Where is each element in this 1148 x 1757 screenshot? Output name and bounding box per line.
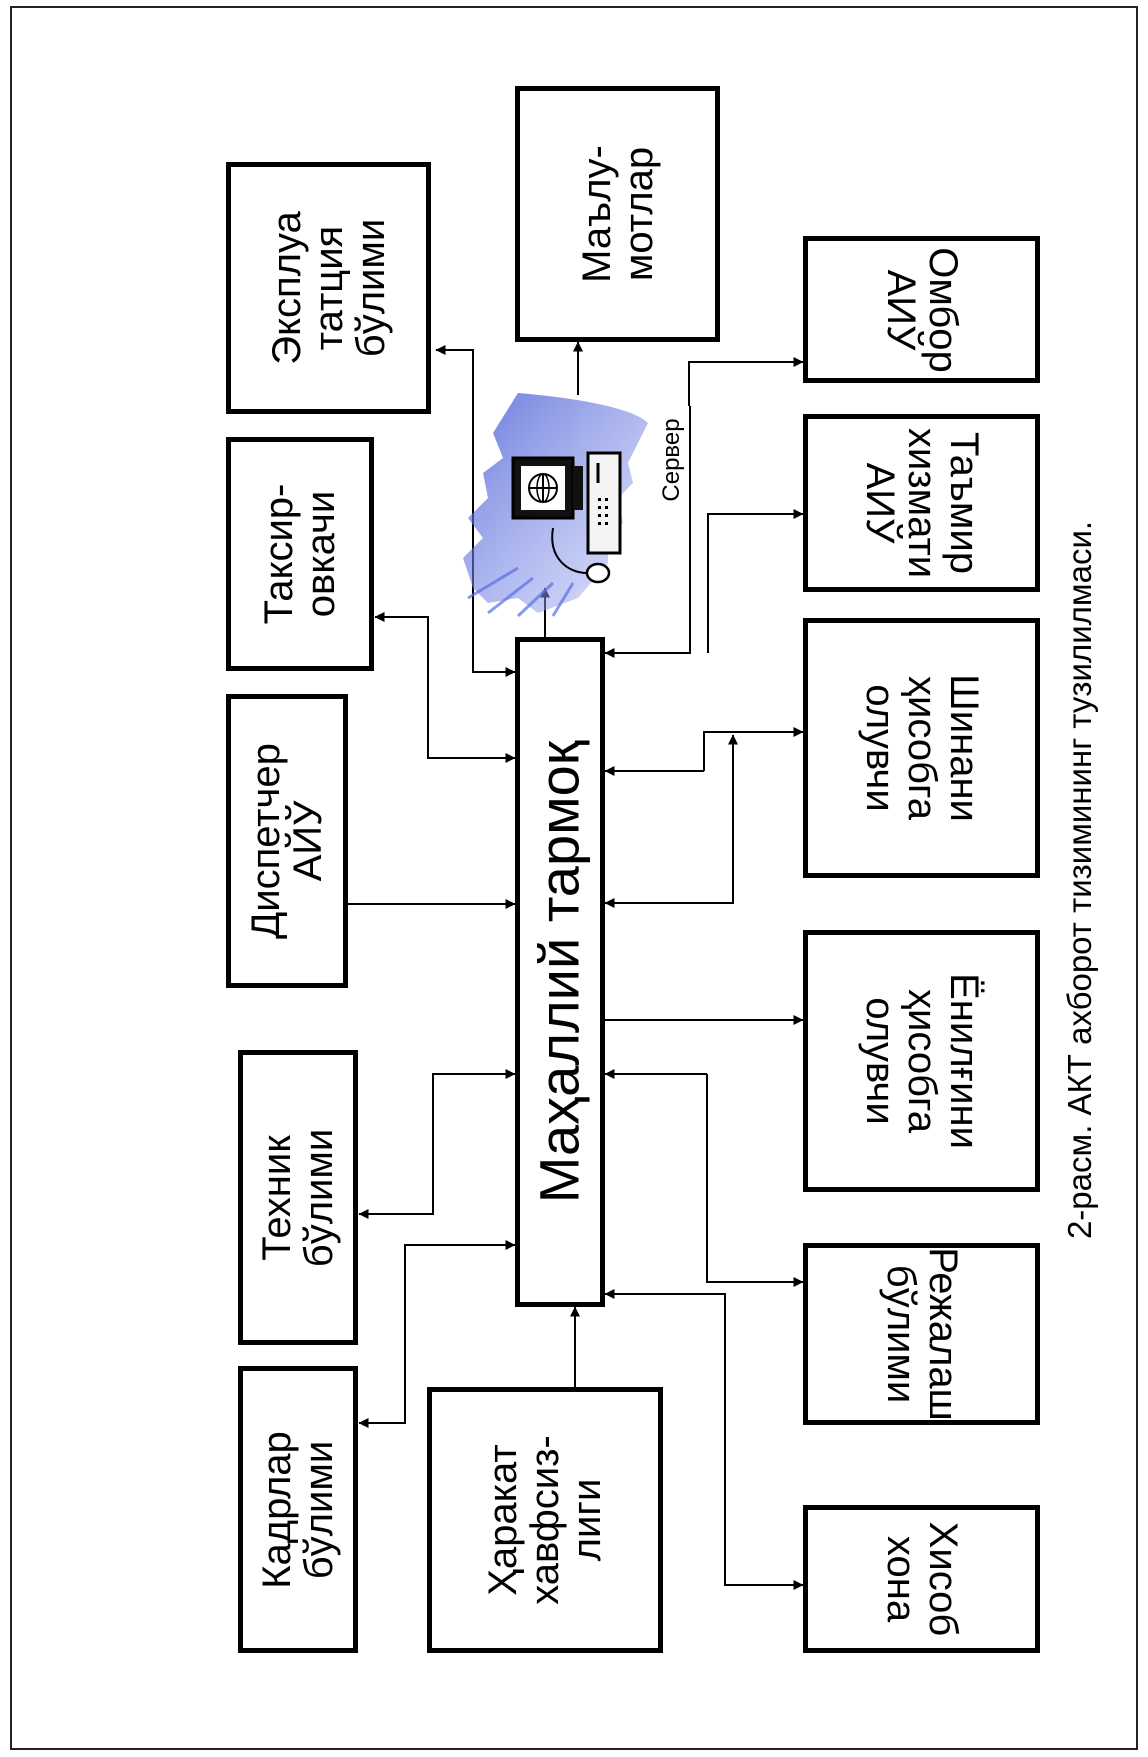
dispatcher-box: Диспетчер АЙЎ [226, 694, 348, 988]
dispatcher-label: Диспетчер АЙЎ [244, 743, 330, 939]
warehouse-box: Омбор АИЎ [803, 236, 1040, 383]
exploitation-department-box: Эксплуа татция бўлими [226, 162, 431, 414]
figure-frame [10, 6, 1138, 1750]
link-repair [604, 406, 691, 658]
taxiroller-label: Таксир- овкачи [257, 483, 343, 625]
planning-department-label: Режалаш бўлими [878, 1247, 965, 1421]
local-network-bar: Маҳаллий тармоқ [515, 637, 605, 1307]
taxiroller-box: Таксир- овкачи [226, 437, 374, 671]
link-warehouse [688, 357, 804, 406]
server-label: Сервер [658, 418, 685, 502]
accounting-office-box: Хисоб хона [803, 1505, 1040, 1653]
link-planning [706, 1074, 804, 1287]
link-taxiroller [374, 612, 516, 763]
technical-department-label: Техник бўлими [255, 1128, 341, 1267]
hr-department-label: Кадрлар бўлими [255, 1430, 341, 1589]
traffic-safety-box: Ҳаракат хавфсиз- лиги [427, 1387, 663, 1653]
figure-caption: 2-расм. АКТ ахборот тизимининг тузилилма… [1061, 520, 1098, 1240]
traffic-safety-label: Ҳаракат хавфсиз- лиги [481, 1435, 609, 1605]
accounting-office-label: Хисоб хона [878, 1521, 965, 1637]
warehouse-label: Омбор АИЎ [878, 246, 965, 373]
link-technical [358, 1069, 516, 1219]
repair-service-box: Таъмир хизмати АИЎ [803, 414, 1040, 592]
tire-accounting-label: Шинани ҳисобга олувчи [857, 674, 986, 822]
link-repair-b [707, 509, 804, 653]
exploitation-department-label: Эксплуа татция бўлими [264, 211, 393, 365]
technical-department-box: Техник бўлими [238, 1050, 358, 1345]
link-tires-2 [604, 734, 738, 908]
tire-accounting-box: Шинани ҳисобга олувчи [803, 618, 1040, 878]
fuel-accounting-box: Ёнилғини ҳисобга олувчи [803, 930, 1040, 1192]
hr-department-box: Кадрлар бўлими [238, 1366, 358, 1653]
link-hr [358, 1240, 516, 1428]
data-box: Маълу- мотлар [515, 86, 720, 342]
link-tires-b [703, 727, 804, 771]
local-network-label: Маҳаллий тармоқ [527, 740, 591, 1204]
fuel-accounting-label: Ёнилғини ҳисобга олувчи [857, 973, 986, 1149]
server-icon [463, 393, 648, 618]
planning-department-box: Режалаш бўлими [803, 1243, 1040, 1425]
link-accounting [604, 1289, 804, 1590]
data-label: Маълу- мотлар [574, 145, 661, 283]
repair-service-label: Таъмир хизмати АИЎ [857, 427, 986, 579]
